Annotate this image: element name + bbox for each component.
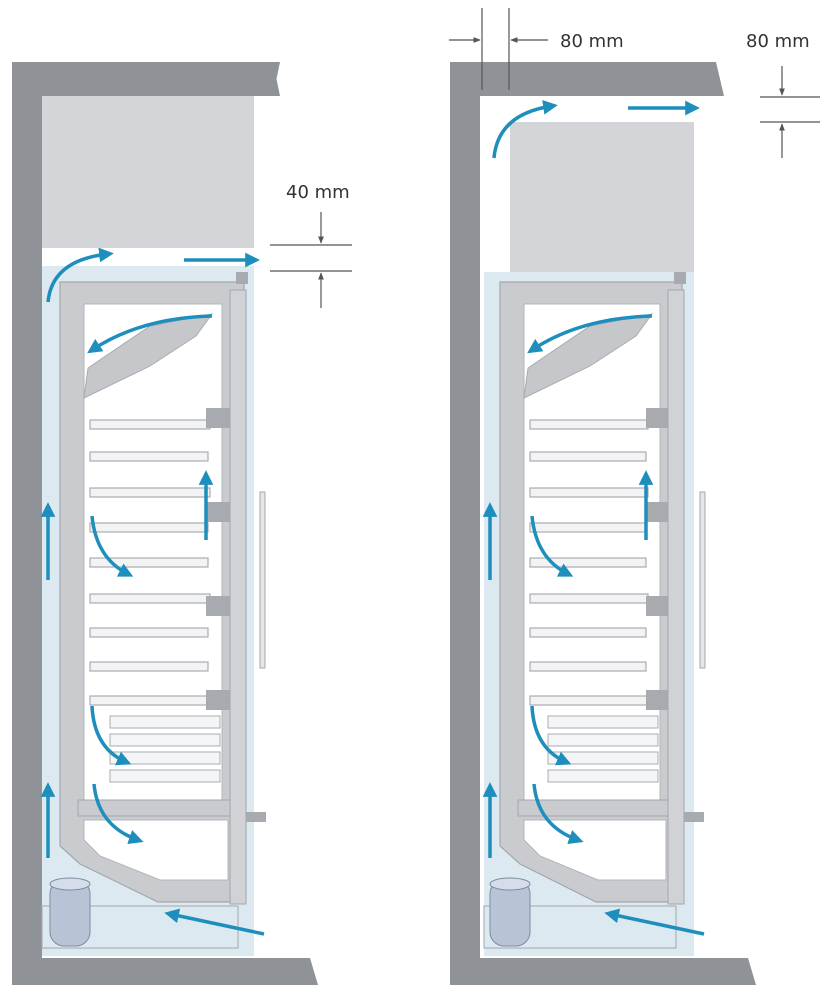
left-drawer — [109, 769, 221, 783]
left-arrow-down — [90, 515, 134, 577]
right-evaporator-plate — [523, 313, 654, 399]
left-door-handle — [259, 491, 266, 669]
right-airflow-arrows — [482, 100, 705, 936]
right-shelf — [529, 557, 647, 568]
left-arrow-evaporator — [87, 314, 213, 354]
left-arrow-down — [90, 705, 132, 766]
left-gap-label: 40 mm — [286, 182, 350, 203]
right-door-bracket — [646, 502, 670, 522]
right-shelf — [529, 695, 649, 706]
right-freezer-interior — [523, 819, 667, 881]
right-hinge — [684, 812, 704, 822]
left-upper-cabinet — [42, 96, 254, 248]
right-drawer — [547, 751, 659, 765]
left-airflow-arrows — [40, 247, 265, 936]
right-compressor-top — [489, 877, 531, 891]
left-door-bracket — [206, 690, 230, 710]
left-back-wall — [12, 62, 280, 985]
right-back-wall — [450, 62, 724, 985]
right-top-gap-label: 80 mm — [746, 31, 810, 52]
right-dimension-side-80mm — [449, 8, 548, 90]
left-floor — [12, 958, 318, 985]
right-door-brackets — [646, 408, 670, 710]
left-arrow-curve-top — [46, 247, 114, 303]
right-shelf — [529, 661, 647, 672]
left-arrow-down — [92, 783, 144, 845]
left-shelf — [89, 661, 209, 672]
right-door-panel — [667, 289, 685, 905]
left-shelf — [89, 695, 211, 706]
left-door-bracket — [206, 596, 230, 616]
right-door-bracket — [646, 690, 670, 710]
left-dimension-40mm — [270, 212, 352, 308]
left-door-bracket — [206, 502, 230, 522]
left-shelf — [89, 451, 209, 462]
left-hinge — [246, 812, 266, 822]
right-hinge — [674, 272, 686, 284]
left-arrow-intake — [164, 908, 265, 936]
left-compressor — [49, 877, 91, 947]
left-shelf — [89, 487, 211, 498]
right-shelf — [529, 627, 647, 638]
right-drawer — [547, 733, 659, 747]
right-arrow-evaporator — [527, 314, 653, 354]
right-drawer — [547, 769, 659, 783]
left-drawer — [109, 715, 221, 729]
right-installation: 80 mm 80 mm — [449, 8, 820, 985]
left-freezer-interior — [83, 819, 229, 881]
right-upper-cabinet — [510, 122, 694, 272]
right-drawer — [547, 715, 659, 729]
right-arrow-intake — [604, 908, 705, 936]
left-door-panel — [229, 289, 247, 905]
right-appliance — [499, 272, 706, 905]
left-drawer — [109, 733, 221, 747]
left-drawer — [109, 751, 221, 765]
left-shelf — [89, 593, 211, 604]
left-compressor-top — [49, 877, 91, 891]
right-shelves — [529, 419, 649, 706]
right-compressor — [489, 877, 531, 947]
right-door-bracket — [646, 408, 670, 428]
right-shelf — [529, 487, 649, 498]
left-shelf — [89, 557, 209, 568]
right-arrow-down — [530, 515, 574, 577]
right-dimension-top-80mm — [760, 66, 820, 158]
left-hinge — [236, 272, 248, 284]
right-shelf — [529, 451, 647, 462]
left-door-bracket — [206, 408, 230, 428]
right-door-bracket — [646, 596, 670, 616]
right-arrow-curve-top — [492, 100, 558, 159]
right-crisper-drawers — [547, 715, 659, 783]
left-shelf — [89, 522, 209, 533]
left-door-brackets — [206, 408, 230, 710]
right-shelf — [529, 593, 649, 604]
left-shelf — [89, 627, 209, 638]
right-door-handle — [699, 491, 706, 669]
left-crisper-drawers — [109, 715, 221, 783]
right-arrow-down — [530, 705, 572, 766]
right-floor — [450, 958, 756, 985]
right-arrow-down — [532, 783, 584, 845]
left-shelves — [89, 419, 211, 706]
left-evaporator-plate — [83, 313, 214, 399]
left-ceiling — [12, 62, 280, 96]
right-shelf — [529, 522, 647, 533]
left-installation: 40 mm — [12, 62, 352, 985]
right-shelf — [529, 419, 649, 430]
left-appliance — [59, 272, 266, 905]
left-shelf — [89, 419, 211, 430]
right-side-gap-label: 80 mm — [560, 31, 624, 52]
